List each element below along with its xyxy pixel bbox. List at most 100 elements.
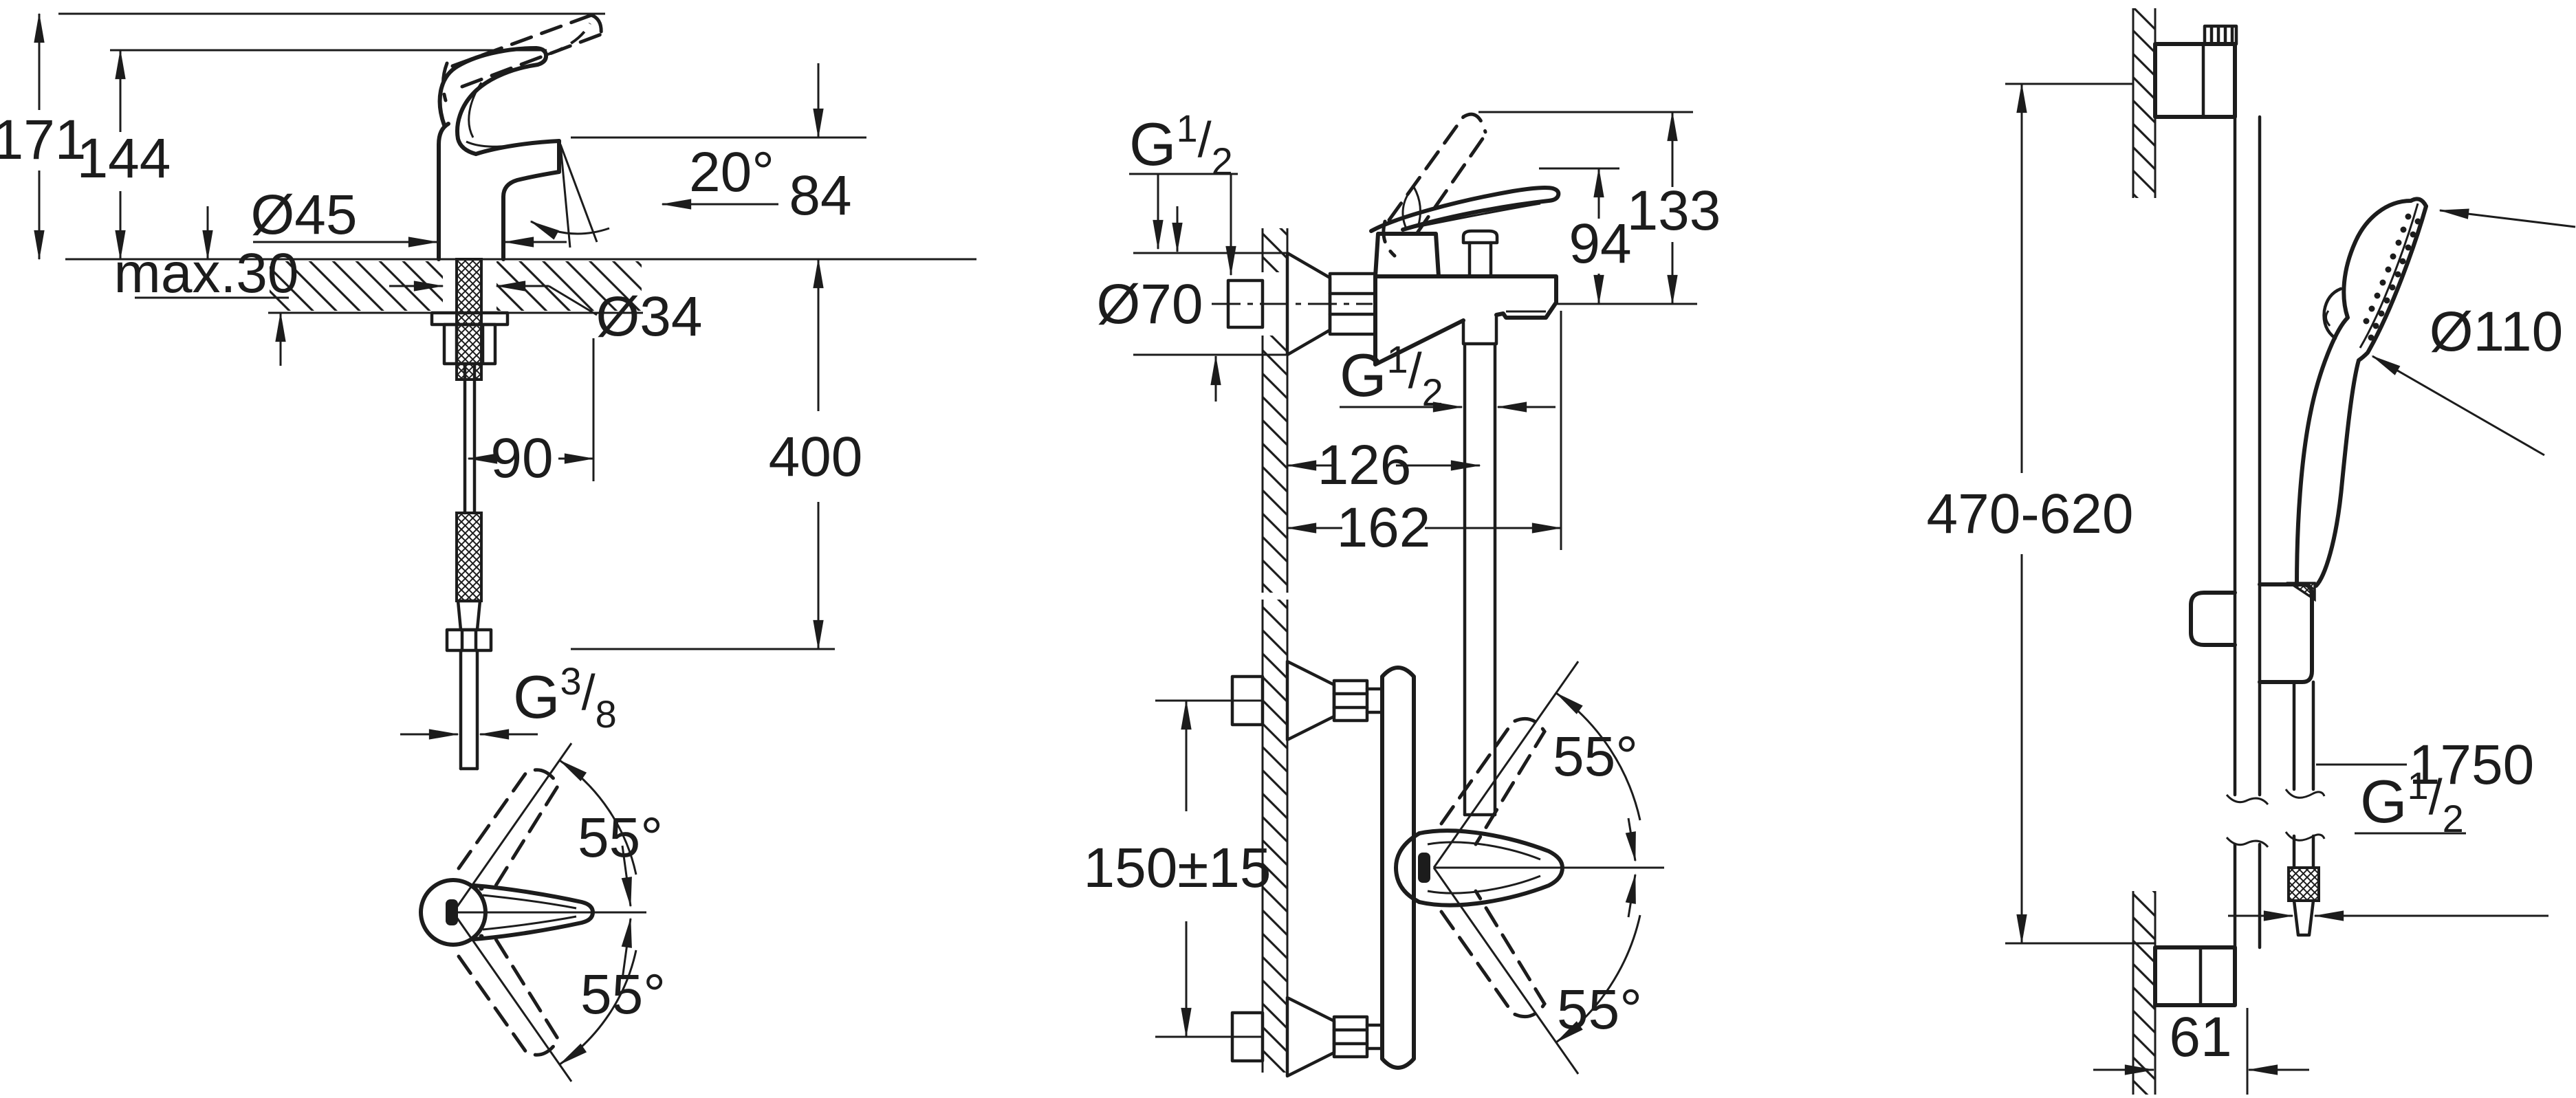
wall-section xyxy=(1261,228,1289,593)
angle-leg-55-down xyxy=(1432,867,1580,1075)
dim-label-g38: G3/8 xyxy=(513,659,617,736)
g12w-letter: G xyxy=(1129,110,1176,178)
handle-lever-inner xyxy=(482,894,577,910)
diverter-knob xyxy=(1461,229,1499,245)
wall-union xyxy=(1226,278,1265,329)
dim-label-g12-hose: G1/2 xyxy=(2360,764,2464,840)
dim-label-144: 144 xyxy=(77,127,171,190)
dim-label-150: 150±15 xyxy=(1083,837,1271,899)
handle-lever-inner xyxy=(1427,841,1541,861)
union-nut xyxy=(1332,679,1384,1059)
shower-hose xyxy=(2284,680,2326,937)
angle-arrow-converge xyxy=(621,917,632,980)
g12o-letter: G xyxy=(1340,341,1386,409)
escutcheon-cone xyxy=(1285,659,1336,742)
angle-arrow-converge xyxy=(1625,873,1637,918)
angle-arrow-converge xyxy=(621,845,632,908)
bath-mixer-body xyxy=(1369,112,1561,817)
g12w-num: 1 xyxy=(1176,107,1197,150)
dim-label-400: 400 xyxy=(769,426,863,488)
dim-label-94: 94 xyxy=(1569,212,1631,275)
handle-dot xyxy=(479,934,484,939)
handle-lever-inner xyxy=(1427,875,1541,894)
handle-dashed-down xyxy=(1439,889,1547,1019)
angle-leg-20 xyxy=(559,144,571,248)
dim-label-max30: max.30 xyxy=(114,242,299,305)
dim-label-55-upper: 55° xyxy=(578,806,663,869)
rail-bracket-bottom xyxy=(2153,945,2237,1007)
dim-label-d110: Ø110 xyxy=(2430,300,2564,363)
escutcheon-cone xyxy=(1285,996,1336,1078)
leader-d110-upper xyxy=(2438,208,2576,228)
g12w-den: 2 xyxy=(1212,140,1233,183)
handle-dot xyxy=(479,886,484,891)
angle-arc-55-down xyxy=(1555,914,1641,1044)
angle-arc-55-up xyxy=(1555,692,1641,821)
dim-label-133: 133 xyxy=(1627,179,1721,242)
dim-label-126: 126 xyxy=(1318,434,1412,496)
glide-holder xyxy=(2189,582,2316,684)
wall-section xyxy=(2132,8,2157,1095)
spray-face-nozzles xyxy=(2363,213,2421,341)
wall-section xyxy=(1261,600,1289,1073)
dim-label-61: 61 xyxy=(2169,1006,2231,1068)
spout-outlet xyxy=(1461,313,1498,346)
dim-label-171: 171 xyxy=(0,109,86,171)
angle-arc-20 xyxy=(530,220,610,240)
dim-label-g12-wall: G1/2 xyxy=(1129,107,1233,183)
handle-dashed-up xyxy=(457,768,560,893)
figure-basin-mixer-side: 171 144 max.30 Ø45 20° 84 400 Ø34 xyxy=(0,12,976,771)
handle-dashed-down xyxy=(457,932,560,1057)
angle-leg-55-up xyxy=(1432,661,1580,868)
dim-label-d34: Ø34 xyxy=(596,285,703,348)
g12o-num: 1 xyxy=(1386,338,1408,381)
g38-slash: / xyxy=(582,666,596,721)
basin-mixer-underside xyxy=(430,258,510,771)
handle-dashed-up xyxy=(1439,716,1547,846)
dim-label-20deg: 20° xyxy=(689,141,774,204)
dim-label-55-lower: 55° xyxy=(580,963,666,1026)
lever-handle xyxy=(1369,186,1561,233)
handle-lever-inner xyxy=(482,915,577,931)
g38-num: 3 xyxy=(560,659,581,703)
g12w-slash: / xyxy=(1198,113,1212,168)
shower-rail-tube xyxy=(2225,115,2269,949)
lever-dashed-raised xyxy=(1415,133,1487,236)
mixer-body-top xyxy=(1380,666,1416,1070)
leader-d34 xyxy=(548,285,598,316)
angle-arrow-converge xyxy=(1625,817,1637,862)
dim-label-g12-outlet: G1/2 xyxy=(1340,338,1443,414)
g12h-letter: G xyxy=(2360,767,2407,835)
figure-basin-mixer-top: 55° 55° xyxy=(419,743,666,1082)
dim-label-1750: 1750 xyxy=(2409,734,2534,796)
g12h-slash: / xyxy=(2429,770,2443,825)
hand-shower xyxy=(2295,197,2428,588)
dim-label-84: 84 xyxy=(789,164,851,227)
angle-arc-55-up xyxy=(558,759,637,875)
dim-label-55-lower: 55° xyxy=(1557,978,1642,1041)
g12o-slash: / xyxy=(1408,344,1422,399)
lever-dashed-raised xyxy=(1387,115,1465,222)
figure-bath-mixer-top: 55° 55° 150±15 xyxy=(1083,600,1664,1078)
g12h-num: 1 xyxy=(2407,764,2428,807)
handle-slot xyxy=(446,899,458,925)
angle-leg-20 xyxy=(559,144,598,243)
angle-leg-55-down xyxy=(452,912,573,1082)
handle-dome xyxy=(1394,831,1421,904)
leader-d110-lower xyxy=(2371,355,2545,457)
basin-mixer-body xyxy=(437,13,603,261)
g38-letter: G xyxy=(513,663,560,731)
figure-shower-rail: 470-620 Ø110 1750 G1/2 61 xyxy=(1927,8,2576,1095)
angle-leg-55-up xyxy=(452,743,573,913)
rail-bracket-top xyxy=(2153,24,2238,119)
dim-label-162: 162 xyxy=(1337,496,1431,559)
dim-label-90: 90 xyxy=(490,427,553,490)
figure-bath-mixer-front: 133 94 G1/2 Ø70 G1/2 126 162 xyxy=(1097,107,1721,817)
dim-label-55-upper: 55° xyxy=(1553,725,1638,788)
dim-label-d45: Ø45 xyxy=(251,184,358,246)
dim-label-470-620: 470-620 xyxy=(1927,483,2134,545)
g38-den: 8 xyxy=(596,692,617,736)
dim-label-d70: Ø70 xyxy=(1097,273,1203,336)
